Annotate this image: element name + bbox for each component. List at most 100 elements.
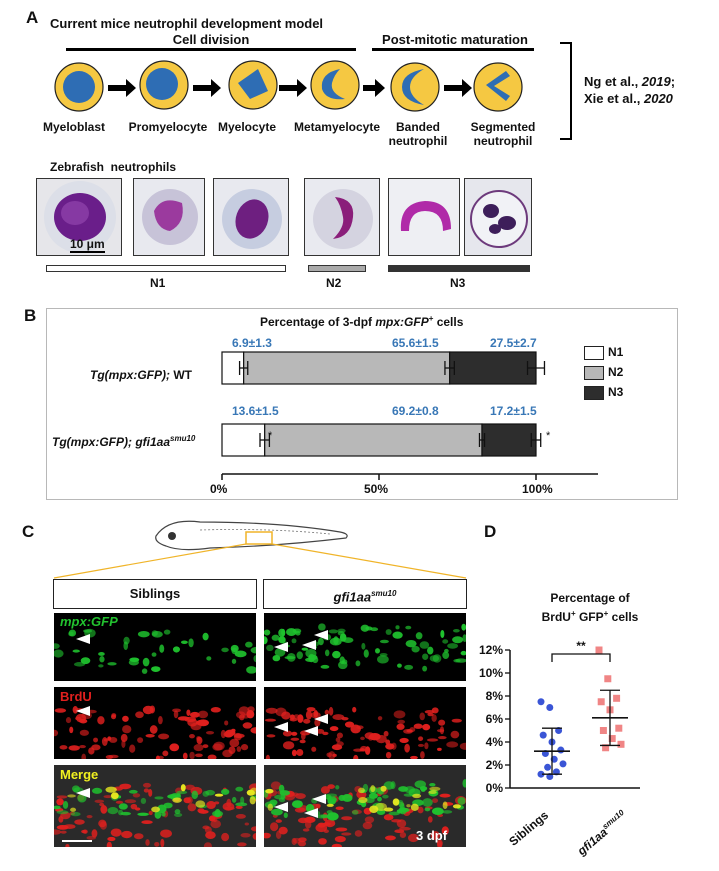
brdu-cell <box>236 746 242 752</box>
gfp-cell <box>172 646 180 653</box>
merge-green-cell <box>388 811 400 816</box>
neutrophil-photo-3 <box>213 178 289 256</box>
image-gfp-mutant <box>263 612 467 682</box>
y-tick-label: 0% <box>486 781 504 795</box>
brdu-cell <box>68 745 80 751</box>
merge-red-cell <box>214 801 220 805</box>
merge-red-cell <box>86 835 97 840</box>
brdu-cell <box>404 743 410 753</box>
merge-yellow-cell <box>265 788 274 794</box>
row-label-mutant: Tg(mpx:GFP); gfi1aasmu10 <box>52 434 196 449</box>
merge-red-cell <box>354 830 363 837</box>
merge-red-cell <box>103 795 113 799</box>
arrowhead-icon <box>76 634 90 644</box>
merge-green-cell <box>212 810 224 817</box>
merge-red-cell <box>141 820 153 825</box>
y-tick-label: 10% <box>479 666 503 680</box>
merge-green-cell <box>462 779 466 788</box>
brdu-cell <box>193 744 204 752</box>
merge-red-cell <box>364 816 375 824</box>
brdu-cell <box>385 739 391 745</box>
merge-red-cell <box>292 837 301 844</box>
brdu-cell <box>122 725 132 734</box>
merge-red-cell <box>56 798 64 806</box>
merge-green-cell <box>231 796 237 803</box>
panel-b-frame <box>46 308 678 500</box>
reference-2: Xie et al., 2020 <box>584 91 673 106</box>
brdu-cell <box>246 710 255 719</box>
merge-green-cell <box>342 793 353 802</box>
brdu-cell <box>157 716 163 725</box>
value-mut-n1: 13.6±1.5 <box>232 404 279 418</box>
gfp-cell <box>337 630 345 636</box>
row-label-wt: Tg(mpx:GFP); WT <box>90 368 192 382</box>
gfp-cell <box>163 629 171 635</box>
brdu-cell <box>79 745 86 749</box>
value-mut-n3: 17.2±1.5 <box>490 404 537 418</box>
header-siblings: Siblings <box>53 579 257 609</box>
arrowhead-icon <box>76 788 90 798</box>
metamyelocyte-cell <box>310 60 360 110</box>
merge-red-cell <box>203 842 212 847</box>
gfp-cell <box>54 643 60 649</box>
stage-label-banded: Banded neutrophil <box>388 120 448 148</box>
merge-yellow-cell <box>172 797 182 803</box>
gfp-cell <box>392 631 403 639</box>
brdu-cell <box>305 710 313 720</box>
point-siblings <box>539 731 547 739</box>
merge-red-cell <box>208 815 216 822</box>
merge-red-cell <box>252 832 256 840</box>
merge-green-cell <box>235 802 248 807</box>
bar-n2-row1 <box>243 351 451 385</box>
brdu-cell <box>250 727 256 734</box>
merge-yellow-cell <box>214 793 224 797</box>
brdu-cell <box>299 739 306 744</box>
merge-red-cell <box>148 788 153 797</box>
merge-green-cell <box>54 805 61 810</box>
point-mutant <box>597 698 605 706</box>
merge-green-cell <box>335 785 340 790</box>
merge-red-cell <box>221 832 230 842</box>
stage-label-promyelocyte: Promyelocyte <box>128 120 208 134</box>
tick-100: 100% <box>522 482 553 496</box>
tick-50: 50% <box>364 482 389 496</box>
merge-yellow-cell <box>180 784 186 792</box>
brdu-cell <box>335 737 341 743</box>
merge-red-cell <box>187 796 193 804</box>
merge-red-cell <box>65 844 70 847</box>
image-gfp-siblings <box>53 612 257 682</box>
merge-red-cell <box>107 836 116 842</box>
brdu-cell <box>265 707 278 714</box>
cell-division-label: Cell division <box>172 32 250 47</box>
merge-green-cell <box>432 807 444 816</box>
gfp-cell <box>360 624 370 632</box>
merge-yellow-cell <box>358 787 365 794</box>
merge-yellow-cell <box>410 803 419 811</box>
merge-green-cell <box>368 792 378 799</box>
brdu-cell <box>324 709 330 715</box>
arrowhead-icon <box>314 630 328 640</box>
gfp-cell <box>281 628 286 637</box>
stage-label-myelocyte: Myelocyte <box>217 120 277 134</box>
gfp-cell <box>272 654 281 662</box>
myelocyte-cell <box>228 60 278 110</box>
brdu-cell <box>145 733 155 738</box>
larva-illustration <box>53 520 467 579</box>
gfp-cell <box>180 640 188 644</box>
merge-green-cell <box>283 812 288 818</box>
gfp-cell <box>329 637 342 646</box>
merge-yellow-cell <box>358 796 368 804</box>
gfp-cell <box>83 629 93 633</box>
merge-red-cell <box>121 830 133 839</box>
gfp-cell <box>286 653 296 662</box>
merge-red-cell <box>132 793 141 798</box>
merge-red-cell <box>81 829 87 834</box>
brdu-cell <box>291 731 298 736</box>
merge-yellow-cell <box>326 803 334 807</box>
brdu-cell <box>306 707 316 712</box>
gfp-cell <box>137 631 150 638</box>
brdu-cell <box>353 748 364 752</box>
gfp-cell <box>440 629 445 639</box>
reference-1: Ng et al., 2019; <box>584 74 676 89</box>
brdu-cell <box>265 754 271 759</box>
